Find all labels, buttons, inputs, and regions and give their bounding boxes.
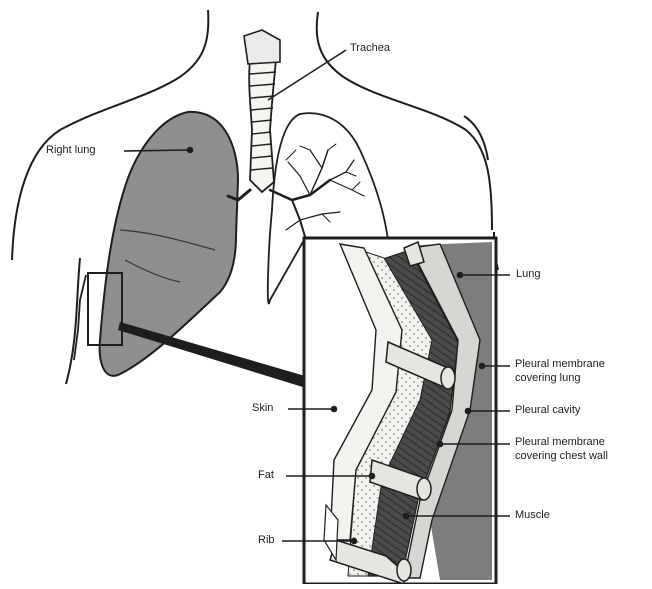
trachea [244, 30, 280, 192]
shoulder-right-curve [464, 116, 488, 160]
rib-label: Rib [258, 534, 275, 547]
pleural-cavity-label: Pleural cavity [515, 404, 580, 417]
pleural-membrane-wall-label-line1: Pleural membrane [515, 436, 605, 449]
pleural-membrane-lung-label-line2: covering lung [515, 372, 580, 385]
trachea-label: Trachea [350, 42, 390, 55]
pleural-membrane-lung-label-line1: Pleural membrane [515, 358, 605, 371]
fat-label: Fat [258, 469, 274, 482]
lung-label: Lung [516, 268, 540, 281]
muscle-label: Muscle [515, 509, 550, 522]
right-lung-leader [124, 150, 190, 151]
skin-label: Skin [252, 402, 273, 415]
right-lung-label: Right lung [46, 144, 96, 157]
pleural-membrane-wall-label-line2: covering chest wall [515, 450, 608, 463]
